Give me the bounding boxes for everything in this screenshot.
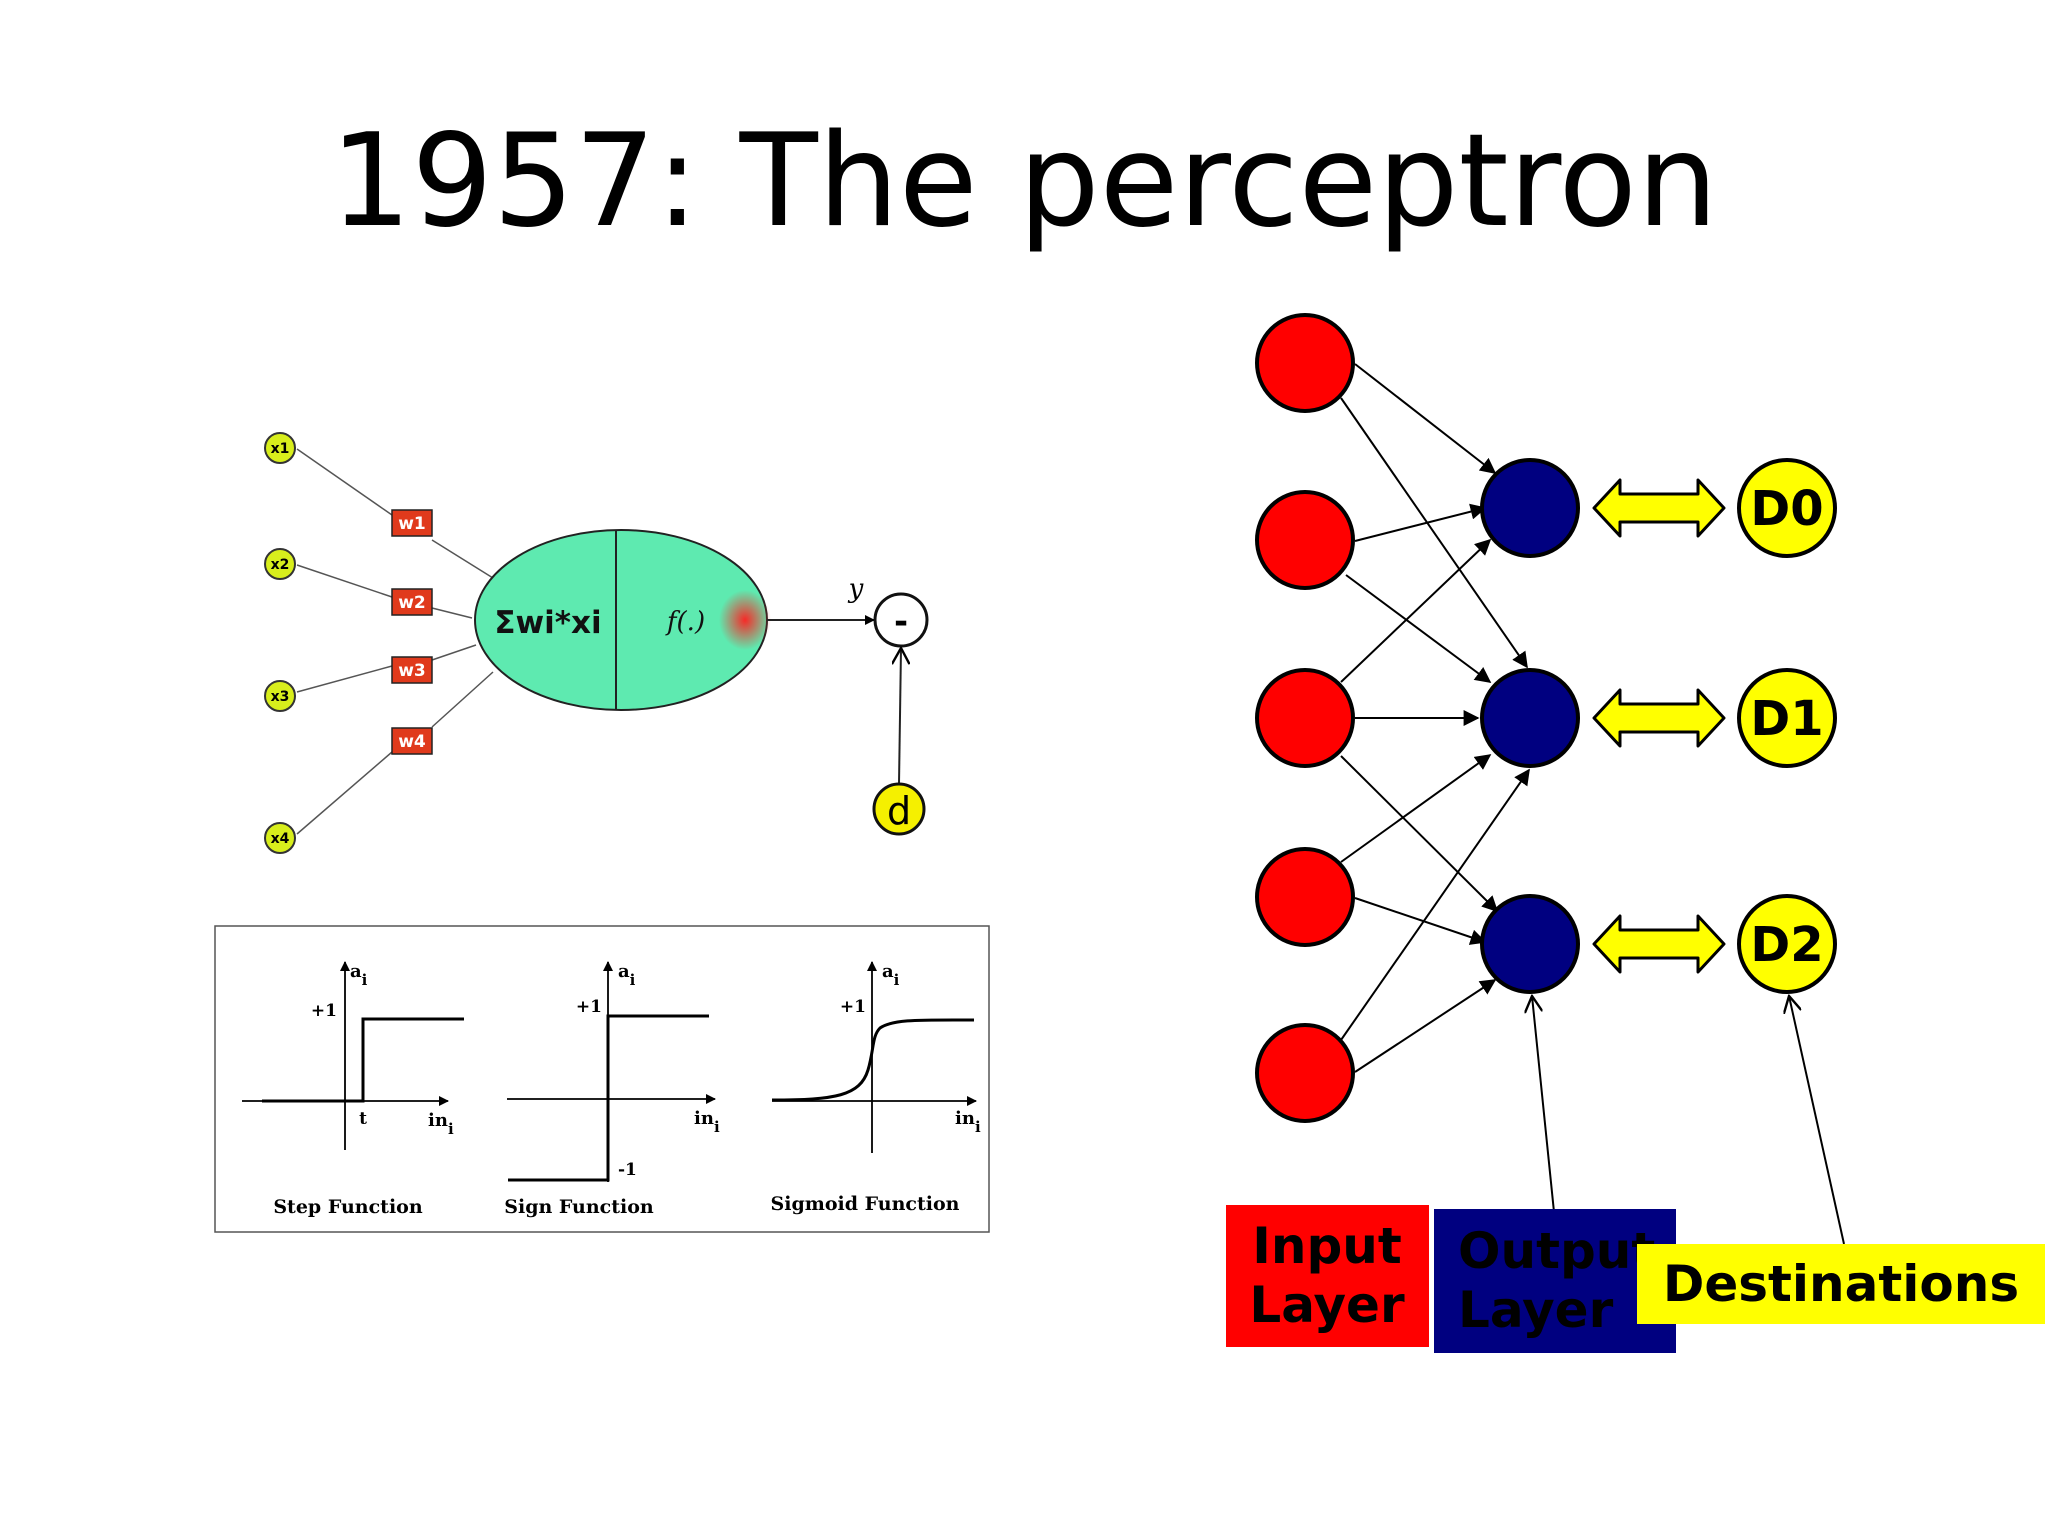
destination-label: D2: [1750, 917, 1823, 973]
output-layer-pointer: [1532, 996, 1555, 1213]
legend-input-line2: Layer: [1249, 1276, 1405, 1334]
connection-edge: [1354, 979, 1497, 1073]
input-layer: [1255, 313, 1355, 1123]
destinations-pointer: [1789, 996, 1845, 1245]
activation-label: f(.): [665, 607, 705, 637]
activation-functions-panel: ai +1 t ini Step Function ai +1 -1 ini S…: [214, 925, 990, 1233]
input-neuron: [1255, 668, 1355, 768]
input-neuron: [1255, 847, 1355, 947]
legend-output-line2: Layer: [1458, 1281, 1614, 1339]
comparator-label: -: [894, 602, 908, 642]
plus-one-label: +1: [576, 997, 602, 1017]
double-arrow-icon: [1592, 914, 1726, 974]
input-label: x3: [271, 689, 290, 705]
network-connections: [1340, 363, 1530, 1073]
target-arrow: [899, 648, 901, 785]
weight-box: w2: [391, 588, 433, 616]
input-neuron: [1255, 490, 1355, 590]
legend-input-line1: Input: [1252, 1217, 1402, 1275]
weight-label: w2: [398, 593, 426, 613]
legend-input-layer: Input Layer: [1226, 1205, 1429, 1347]
double-arrows: [1592, 478, 1726, 974]
weight-label: w3: [398, 661, 426, 681]
threshold-label: t: [359, 1109, 367, 1129]
function-curve: [771, 1018, 975, 1102]
connection-edge: [1340, 754, 1492, 863]
input-connection-lines: [296, 448, 494, 835]
output-label: y: [848, 574, 864, 604]
legend-destinations: Destinations: [1637, 1244, 2045, 1324]
input-node: x1: [264, 432, 296, 464]
double-arrow-icon: [1592, 478, 1726, 538]
step-function-plot: ai +1 t ini Step Function: [242, 961, 464, 1218]
weight-box: w4: [391, 727, 433, 755]
destination-node: D2: [1737, 894, 1837, 994]
input-neuron: [1255, 313, 1355, 413]
output-neuron: [1480, 668, 1580, 768]
destination-node: D0: [1737, 458, 1837, 558]
y-axis-label: ai: [618, 961, 636, 989]
connection-edge: [1345, 574, 1492, 683]
destination-label: D0: [1750, 481, 1823, 537]
perceptron-diagram: x1 x2 x3 x4 w1 w2 w3 w4: [264, 432, 929, 854]
function-curve: [262, 1017, 464, 1103]
y-axis-label: ai: [882, 961, 900, 989]
slide-title: 1957: The perceptron: [330, 107, 1718, 256]
x-axis-label: ini: [694, 1108, 720, 1136]
weight-box: w1: [391, 509, 433, 537]
weight-box: w3: [391, 656, 433, 684]
connection-edge: [1340, 538, 1492, 683]
destination-node: D1: [1737, 668, 1837, 768]
output-layer: [1480, 458, 1580, 994]
function-name: Sigmoid Function: [771, 1193, 960, 1215]
legend-destinations-label: Destinations: [1663, 1255, 2019, 1313]
connection-edge: [1340, 755, 1499, 913]
double-arrow-icon: [1592, 688, 1726, 748]
legend-output-line1: Output: [1458, 1222, 1655, 1280]
x-axis-label: ini: [955, 1108, 981, 1136]
weight-label: w4: [398, 732, 426, 752]
input-neuron: [1255, 1023, 1355, 1123]
connection-edge: [1354, 503, 1487, 542]
legend-output-layer: Output Layer: [1434, 1209, 1676, 1353]
connection-edge: [1340, 397, 1528, 669]
plus-one-label: +1: [311, 1001, 337, 1021]
function-name: Sign Function: [504, 1196, 654, 1218]
function-curve: [508, 1014, 709, 1182]
input-node: x2: [264, 548, 296, 580]
function-name: Step Function: [273, 1196, 423, 1218]
destination-label: D1: [1750, 691, 1823, 747]
legend: Input Layer Output Layer Destinations: [1226, 1205, 2045, 1353]
input-label: x1: [271, 441, 290, 457]
output-neuron: [1480, 458, 1580, 558]
input-label: x4: [271, 831, 290, 847]
plus-one-label: +1: [840, 997, 866, 1017]
sign-function-plot: ai +1 -1 ini Sign Function: [504, 961, 720, 1218]
input-node: x4: [264, 822, 296, 854]
sum-label: Σwi*xi: [494, 605, 601, 641]
connection-edge: [1340, 768, 1530, 1041]
weight-label: w1: [398, 514, 426, 534]
y-axis-label: ai: [350, 961, 368, 989]
minus-one-label: -1: [618, 1160, 637, 1180]
comparator-node: -: [873, 592, 929, 648]
input-node: x3: [264, 680, 296, 712]
neuron-body: Σwi*xi f(.): [474, 529, 771, 711]
connection-edge: [1354, 897, 1487, 945]
network-diagram: D0 D1 D2 Input Layer Output Layer: [1226, 313, 2045, 1353]
target-label: d: [887, 789, 911, 833]
input-label: x2: [271, 557, 290, 573]
x-axis-label: ini: [428, 1110, 454, 1138]
output-neuron: [1480, 894, 1580, 994]
connection-edge: [1354, 363, 1497, 474]
sigmoid-function-plot: ai +1 ini Sigmoid Function: [771, 961, 981, 1215]
target-node: d: [872, 782, 926, 836]
